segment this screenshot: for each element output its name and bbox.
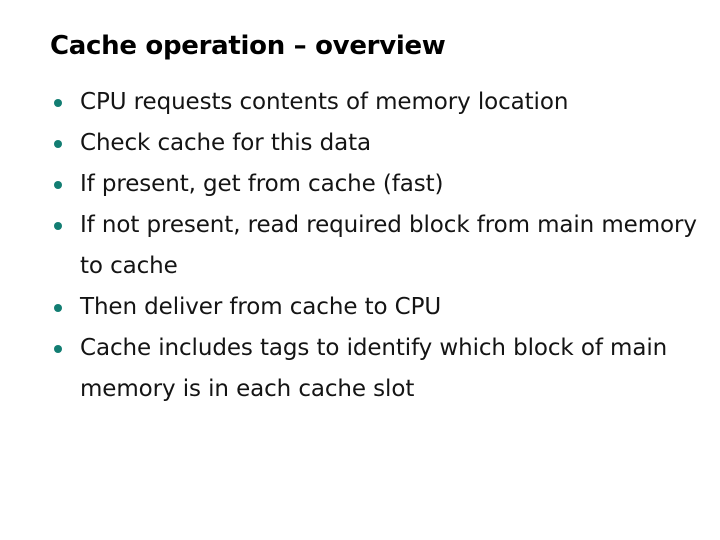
list-item: Check cache for this data xyxy=(50,123,700,164)
bullet-dot-icon xyxy=(54,222,62,230)
bullet-list: CPU requests contents of memory location… xyxy=(50,82,700,410)
bullet-dot-icon xyxy=(54,140,62,148)
bullet-dot-icon xyxy=(54,345,62,353)
list-item-label: If present, get from cache (fast) xyxy=(80,171,444,197)
bullet-dot-icon xyxy=(54,99,62,107)
bullet-dot-icon xyxy=(54,181,62,189)
list-item-label: Check cache for this data xyxy=(80,130,372,156)
list-item: If present, get from cache (fast) xyxy=(50,164,700,205)
bullet-dot-icon xyxy=(54,304,62,312)
list-item-label: Cache includes tags to identify which bl… xyxy=(80,335,668,402)
list-item-label: If not present, read required block from… xyxy=(80,212,697,279)
page-title: Cache operation – overview xyxy=(50,31,446,61)
list-item: Then deliver from cache to CPU xyxy=(50,287,700,328)
list-item-label: Then deliver from cache to CPU xyxy=(80,294,442,320)
list-item: Cache includes tags to identify which bl… xyxy=(50,328,700,410)
list-item-label: CPU requests contents of memory location xyxy=(80,89,569,115)
list-item: If not present, read required block from… xyxy=(50,205,700,287)
list-item: CPU requests contents of memory location xyxy=(50,82,700,123)
